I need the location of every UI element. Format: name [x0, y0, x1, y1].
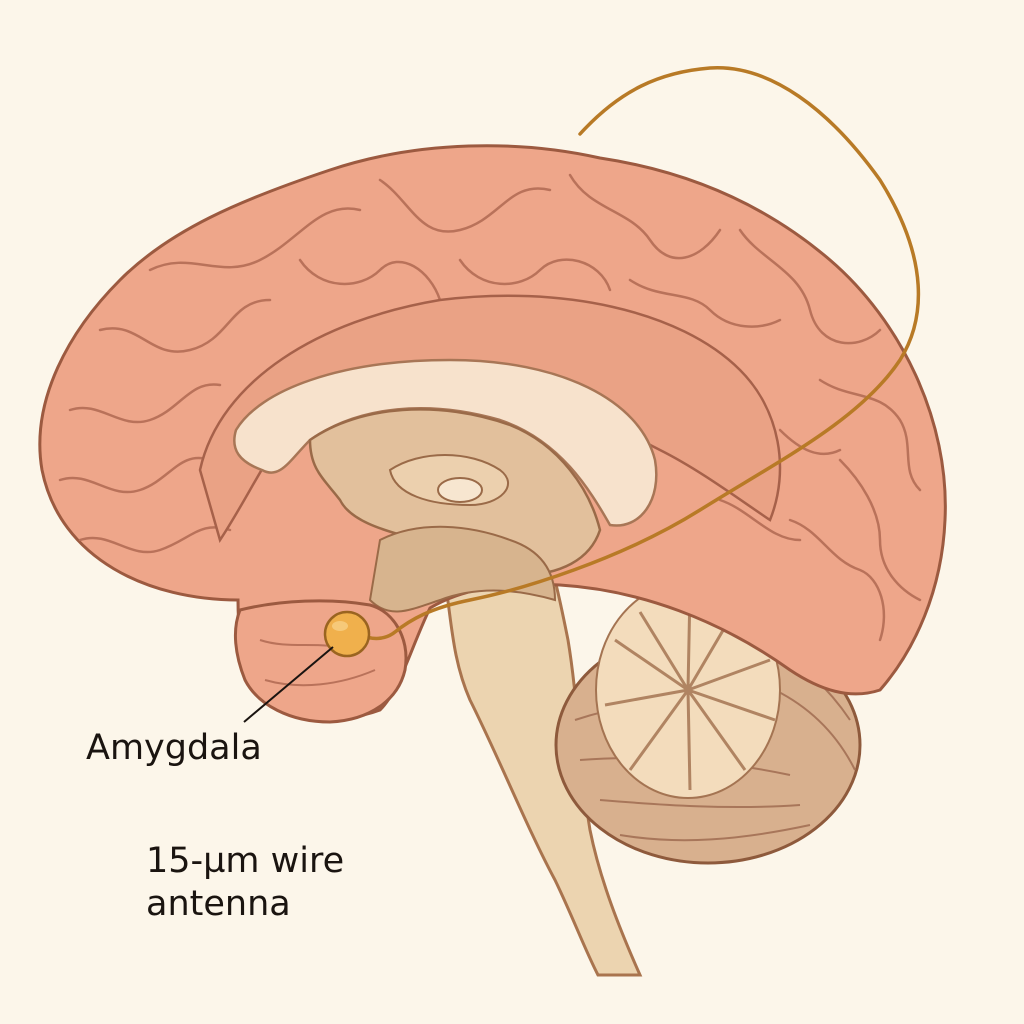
wire-antenna-label: 15-µm wire antenna: [146, 840, 344, 925]
wire-antenna: [360, 66, 921, 641]
amygdala-leader-line: [243, 646, 334, 723]
brainstem: [438, 538, 643, 977]
corpus-callosum: [233, 358, 658, 527]
wire-label-line2: antenna: [146, 883, 291, 924]
amygdala-label: Amygdala: [86, 728, 262, 768]
wire-label-line1: 15-µm wire: [146, 841, 345, 881]
